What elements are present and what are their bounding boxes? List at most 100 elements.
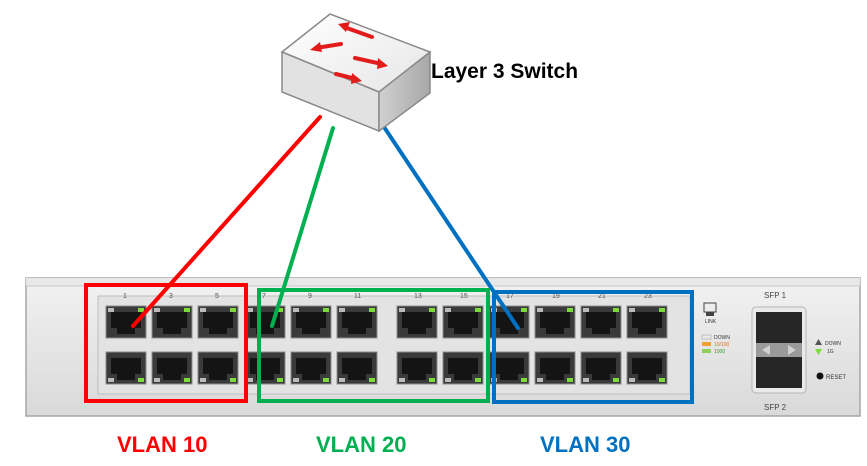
ethernet-port[interactable]: [151, 351, 193, 385]
port-led: [184, 378, 190, 382]
ethernet-port[interactable]: [534, 351, 576, 385]
ethernet-port[interactable]: [626, 351, 668, 385]
sfp-top-label: SFP 1: [764, 291, 787, 300]
speed-legend: DOWN 10/100 1000: [701, 334, 730, 355]
port-number-label: 21: [598, 293, 606, 300]
port-led: [108, 378, 114, 382]
port-led: [445, 378, 451, 382]
vlan-30-box: [492, 290, 694, 404]
vlan-20-link: [270, 126, 335, 328]
port-led: [108, 308, 114, 312]
port-led: [399, 378, 405, 382]
legend-swatch-1000: [702, 349, 711, 353]
port-led: [583, 378, 589, 382]
ethernet-port[interactable]: [244, 351, 286, 385]
ethernet-port[interactable]: [534, 305, 576, 339]
port-led: [200, 308, 206, 312]
port-number-label: 3: [169, 293, 173, 300]
port-led: [429, 378, 435, 382]
port-number-label: 17: [506, 293, 514, 300]
port-led: [629, 308, 635, 312]
port-led: [293, 308, 299, 312]
port-led: [247, 308, 253, 312]
port-led: [230, 308, 236, 312]
sfp-status-down-icon: [815, 349, 822, 355]
ethernet-port[interactable]: [488, 351, 530, 385]
legend-swatch-down: [701, 334, 712, 340]
port-led: [138, 378, 144, 382]
port-led: [154, 378, 160, 382]
switch-chassis: [25, 277, 861, 417]
port-led: [659, 378, 665, 382]
port-led: [247, 378, 253, 382]
port-number-label: 5: [215, 293, 219, 300]
ethernet-port[interactable]: [105, 305, 147, 339]
port-led: [184, 308, 190, 312]
ethernet-port[interactable]: [396, 305, 438, 339]
ethernet-port[interactable]: [396, 351, 438, 385]
vlan-20-label: VLAN 20: [316, 432, 406, 457]
port-led: [339, 378, 345, 382]
port-led: [613, 308, 619, 312]
port-led: [521, 308, 527, 312]
sfp-status-down-label: DOWN: [825, 341, 841, 347]
switch-label: Layer 3 Switch: [431, 60, 578, 83]
port-led: [629, 378, 635, 382]
ethernet-port[interactable]: [442, 351, 484, 385]
port-led: [138, 308, 144, 312]
ethernet-port[interactable]: [290, 351, 332, 385]
status-panel: LINK DOWN 10/100 1000: [701, 302, 730, 355]
port-led: [537, 378, 543, 382]
port-number-label: 11: [354, 293, 361, 300]
port-led: [323, 378, 329, 382]
port-led: [369, 378, 375, 382]
vlan-20-box: [257, 288, 490, 403]
legend-label-down: DOWN: [714, 335, 730, 341]
ethernet-port[interactable]: [442, 305, 484, 339]
sfp-status-up-icon: [815, 339, 822, 345]
port-led: [537, 308, 543, 312]
port-led: [659, 308, 665, 312]
port-led: [567, 308, 573, 312]
sfp-right-arrow-icon: [788, 345, 796, 355]
reset-button[interactable]: [816, 372, 824, 380]
sfp-ports: SFP 1 SFP 2 DOWN 1G RESET: [751, 291, 846, 412]
ethernet-port[interactable]: [151, 305, 193, 339]
vlan-10-box: [84, 283, 248, 403]
ethernet-port[interactable]: [244, 305, 286, 339]
ethernet-port[interactable]: [580, 351, 622, 385]
port-led: [230, 378, 236, 382]
legend-label-10-100: 10/100: [714, 342, 730, 348]
port-led: [339, 308, 345, 312]
ethernet-port[interactable]: [336, 351, 378, 385]
port-number-label: 15: [460, 293, 468, 300]
reset-label: RESET: [826, 375, 846, 381]
port-led: [567, 378, 573, 382]
port-led: [475, 308, 481, 312]
ethernet-port[interactable]: [580, 305, 622, 339]
sfp-port-1[interactable]: [756, 312, 802, 346]
port-number-label: 9: [308, 293, 312, 300]
sfp-port-2[interactable]: [756, 354, 802, 388]
ethernet-port[interactable]: [105, 351, 147, 385]
ethernet-port[interactable]: [626, 305, 668, 339]
port-led: [475, 378, 481, 382]
port-led: [583, 308, 589, 312]
uplink-label: LINK: [705, 319, 717, 325]
port-led: [277, 308, 283, 312]
port-led: [399, 308, 405, 312]
ethernet-port[interactable]: [197, 305, 239, 339]
port-number-label: 23: [644, 293, 652, 300]
port-led: [445, 308, 451, 312]
uplink-icon: [703, 302, 717, 316]
vlan-boxes: [84, 283, 694, 404]
ethernet-port[interactable]: [336, 305, 378, 339]
legend-label-1000: 1000: [714, 349, 725, 355]
port-number-label: 7: [262, 293, 266, 300]
ethernet-port[interactable]: [290, 305, 332, 339]
ethernet-port[interactable]: [197, 351, 239, 385]
vlan-30-label: VLAN 30: [540, 432, 630, 457]
port-led: [200, 378, 206, 382]
